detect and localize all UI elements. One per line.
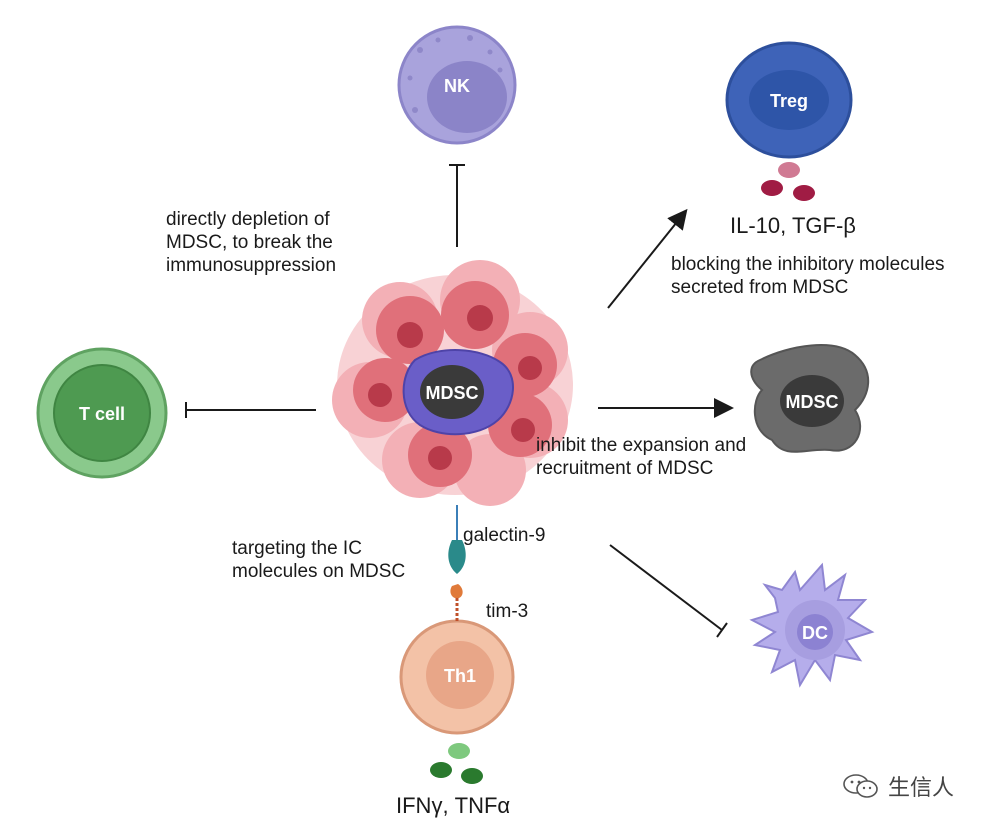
watermark-text: 生信人 <box>888 776 955 801</box>
inhibit-line-1: inhibit the expansion and <box>536 435 747 456</box>
t-cell: T cell <box>36 347 168 479</box>
targeting-line-2: molecules on MDSC <box>232 561 406 582</box>
treg-secreted-molecules <box>761 162 815 201</box>
targeting-annotation: targeting the IC molecules on MDSC <box>232 537 405 583</box>
nk-cell: NK <box>397 25 517 145</box>
mdsc-right-label: MDSC <box>786 392 839 412</box>
inhibit-annotation: inhibit the expansion and recruitment of… <box>536 434 746 480</box>
treg-label: Treg <box>770 91 808 111</box>
t-cell-label: T cell <box>79 404 125 424</box>
th1-secreted-molecules <box>430 743 483 784</box>
inhibit-nk-line <box>449 164 465 247</box>
inhibit-t-cell-line <box>185 402 316 418</box>
tim3-label: tim-3 <box>486 601 529 622</box>
mdsc-center-label: MDSC <box>426 383 479 403</box>
depletion-line-1: directly depletion of <box>166 209 330 230</box>
blocking-annotation: blocking the inhibitory molecules secret… <box>671 253 945 299</box>
treg-cell: Treg <box>725 41 853 159</box>
depletion-annotation: directly depletion of MDSC, to break the… <box>166 208 336 277</box>
dc-cell: DC <box>749 562 875 688</box>
targeting-line-1: targeting the IC <box>232 538 362 559</box>
galectin-label: galectin-9 <box>463 525 546 546</box>
depletion-line-3: immunosuppression <box>166 255 337 276</box>
depletion-line-2: MDSC, to break the <box>166 232 333 253</box>
dc-label: DC <box>802 623 828 643</box>
blocking-line-1: blocking the inhibitory molecules <box>671 254 945 275</box>
mdsc-cluster: MDSC <box>332 260 573 506</box>
galectin-tim3-pair <box>448 505 466 622</box>
inhibit-line-2: recruitment of MDSC <box>536 458 714 479</box>
inhibit-dc-line <box>609 544 728 638</box>
arrow-to-treg <box>607 208 688 309</box>
treg-molecules-label: IL-10, TGF-β <box>730 213 856 238</box>
th1-molecules-label: IFNγ, TNFα <box>396 793 511 818</box>
wechat-icon <box>843 774 878 798</box>
th1-label: Th1 <box>444 666 476 686</box>
th1-cell: Th1 <box>399 619 515 735</box>
watermark: 生信人 <box>842 770 954 802</box>
blocking-line-2: secreted from MDSC <box>671 277 849 298</box>
mdsc-cell-right: MDSC <box>750 344 870 453</box>
nk-label: NK <box>444 76 470 96</box>
